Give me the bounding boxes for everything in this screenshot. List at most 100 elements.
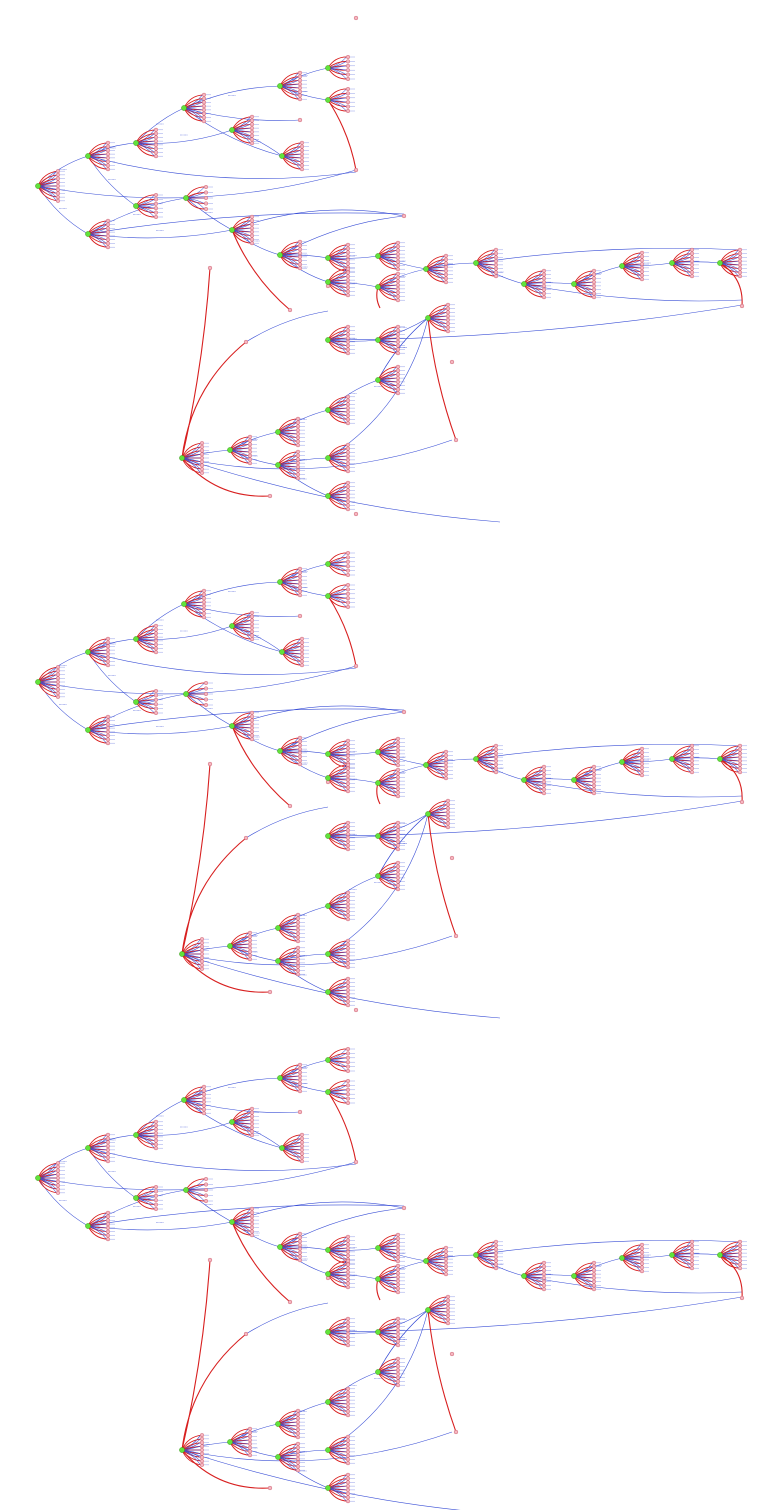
leaf-node-1-3-0 — [153, 623, 158, 628]
leaf-node-2-20-0 — [444, 1245, 449, 1250]
hub-nodes-layer — [35, 65, 723, 1491]
leaf-node-1-21-6 — [446, 821, 451, 826]
hub-node-1-11 — [325, 593, 331, 599]
leaf-node-0-21-6 — [446, 325, 451, 330]
leaf-node-1-22-4 — [396, 875, 401, 880]
orphan-leaf-node-1-11 — [353, 511, 359, 517]
leaf-node-2-26-4 — [640, 1257, 645, 1262]
leaf-node-2-4-0 — [153, 1184, 158, 1189]
leaf-node-0-25-4 — [592, 283, 597, 288]
leaf-node-1-5-2 — [201, 596, 206, 601]
leaf-node-2-21-6 — [446, 1317, 451, 1322]
hub-node-2-15 — [375, 1245, 381, 1251]
leaf-node-1-14-3 — [346, 750, 351, 755]
leaf-node-2-12-5 — [249, 1225, 254, 1230]
leaf-node-0-2-0 — [105, 218, 110, 223]
orphan-leaf-node-1-0 — [353, 663, 359, 669]
hub-node-1-3 — [133, 636, 139, 642]
hub-node-1-24 — [521, 777, 527, 783]
long-edge-1-16 — [327, 595, 357, 667]
leaf-node-2-4-2 — [153, 1193, 158, 1198]
leaf-node-0-12-4 — [249, 229, 254, 234]
leaf-node-2-34-1 — [346, 1438, 351, 1443]
leaf-node-2-1-2 — [105, 1140, 110, 1145]
leaf-node-2-15-2 — [396, 1240, 401, 1245]
leaf-node-0-22-7 — [396, 391, 401, 396]
leaf-node-2-19-7 — [396, 1343, 401, 1348]
leaf-node-1-2-2 — [105, 722, 110, 727]
leaf-node-0-15-6 — [396, 263, 401, 268]
orphan-leaf-node-0-3 — [287, 307, 293, 313]
leaf-node-2-0-6 — [56, 1183, 61, 1188]
hub-node-0-2 — [85, 231, 91, 237]
leaf-node-0-28-3 — [738, 259, 743, 264]
leaf-node-0-24-3 — [542, 280, 547, 285]
leaf-node-2-4-1 — [153, 1189, 158, 1194]
leaf-node-2-14-2 — [346, 1242, 351, 1247]
leaf-node-2-19-2 — [396, 1324, 401, 1329]
leaf-node-2-4-4 — [153, 1202, 158, 1207]
leaf-node-2-27-1 — [690, 1243, 695, 1248]
leaf-node-1-13-6 — [298, 758, 303, 763]
leaf-node-0-5-7 — [201, 119, 206, 124]
leaf-node-2-7-0 — [249, 1106, 254, 1111]
leaf-node-0-13-4 — [298, 254, 303, 259]
leaf-node-1-9-7 — [300, 663, 305, 668]
leaf-node-1-2-6 — [105, 737, 110, 742]
leaf-node-2-3-5 — [153, 1138, 158, 1143]
hub-node-1-27 — [669, 756, 675, 762]
leaf-node-2-1-4 — [105, 1147, 110, 1152]
leaf-node-1-28-4 — [738, 758, 743, 763]
leaf-node-2-23-5 — [494, 1258, 499, 1263]
leaf-node-0-18-1 — [396, 275, 401, 280]
leaf-node-2-27-7 — [690, 1266, 695, 1271]
leaf-node-0-32-4 — [296, 464, 301, 469]
leaf-node-2-23-4 — [494, 1254, 499, 1259]
leaf-node-1-20-5 — [444, 768, 449, 773]
long-edge-0-14 — [181, 457, 271, 497]
leaf-node-1-28-2 — [738, 751, 743, 756]
leaf-node-0-18-7 — [396, 298, 401, 303]
leaf-node-2-7-7 — [249, 1133, 254, 1138]
hub-node-0-5 — [181, 105, 187, 111]
leaf-node-2-21-0 — [446, 1294, 451, 1299]
orphan-leaf-node-1-2 — [243, 835, 249, 841]
leaf-node-0-9-0 — [300, 140, 305, 145]
leaf-node-1-15-2 — [396, 744, 401, 749]
leaf-node-2-25-3 — [592, 1272, 597, 1277]
leaf-node-0-10-2 — [346, 63, 351, 68]
leaf-node-1-33-1 — [346, 894, 351, 899]
leaf-node-0-22-3 — [396, 376, 401, 381]
leaf-node-2-25-4 — [592, 1275, 597, 1280]
leaf-node-1-7-7 — [249, 637, 254, 642]
leaf-node-0-0-7 — [56, 195, 61, 200]
leaf-node-2-31-3 — [296, 1420, 301, 1425]
leaf-node-2-30-7 — [247, 1453, 252, 1458]
leaf-node-1-12-6 — [249, 733, 254, 738]
leaf-node-0-5-5 — [201, 111, 206, 116]
leaf-node-1-10-0 — [346, 551, 351, 556]
leaf-node-2-26-3 — [640, 1254, 645, 1259]
leaf-node-1-2-0 — [105, 714, 110, 719]
orphan-leaf-node-2-2 — [243, 1331, 249, 1337]
leaf-node-2-2-2 — [105, 1218, 110, 1223]
leaf-node-2-0-2 — [56, 1168, 61, 1173]
leaf-node-2-13-3 — [298, 1243, 303, 1248]
leaf-node-0-34-6 — [346, 465, 351, 470]
long-edge-1-13 — [181, 763, 211, 955]
leaf-node-0-34-0 — [346, 442, 351, 447]
orphan-leaf-node-1-5 — [453, 933, 459, 939]
leaf-node-1-34-3 — [346, 950, 351, 955]
transition-edge-1-1 — [37, 681, 89, 731]
transition-edge-2-12 — [185, 1189, 233, 1223]
leaf-node-2-28-1 — [738, 1243, 743, 1248]
leaf-node-1-34-5 — [346, 957, 351, 962]
hub-node-0-15 — [375, 253, 381, 259]
leaf-node-0-2-6 — [105, 241, 110, 246]
leaf-node-0-33-3 — [346, 406, 351, 411]
leaf-node-1-5-1 — [201, 592, 206, 597]
leaf-node-2-10-5 — [346, 1068, 351, 1073]
leaf-node-1-29-1 — [199, 940, 204, 945]
leaf-node-0-2-7 — [105, 245, 110, 250]
leaf-node-0-8-4 — [298, 85, 303, 90]
